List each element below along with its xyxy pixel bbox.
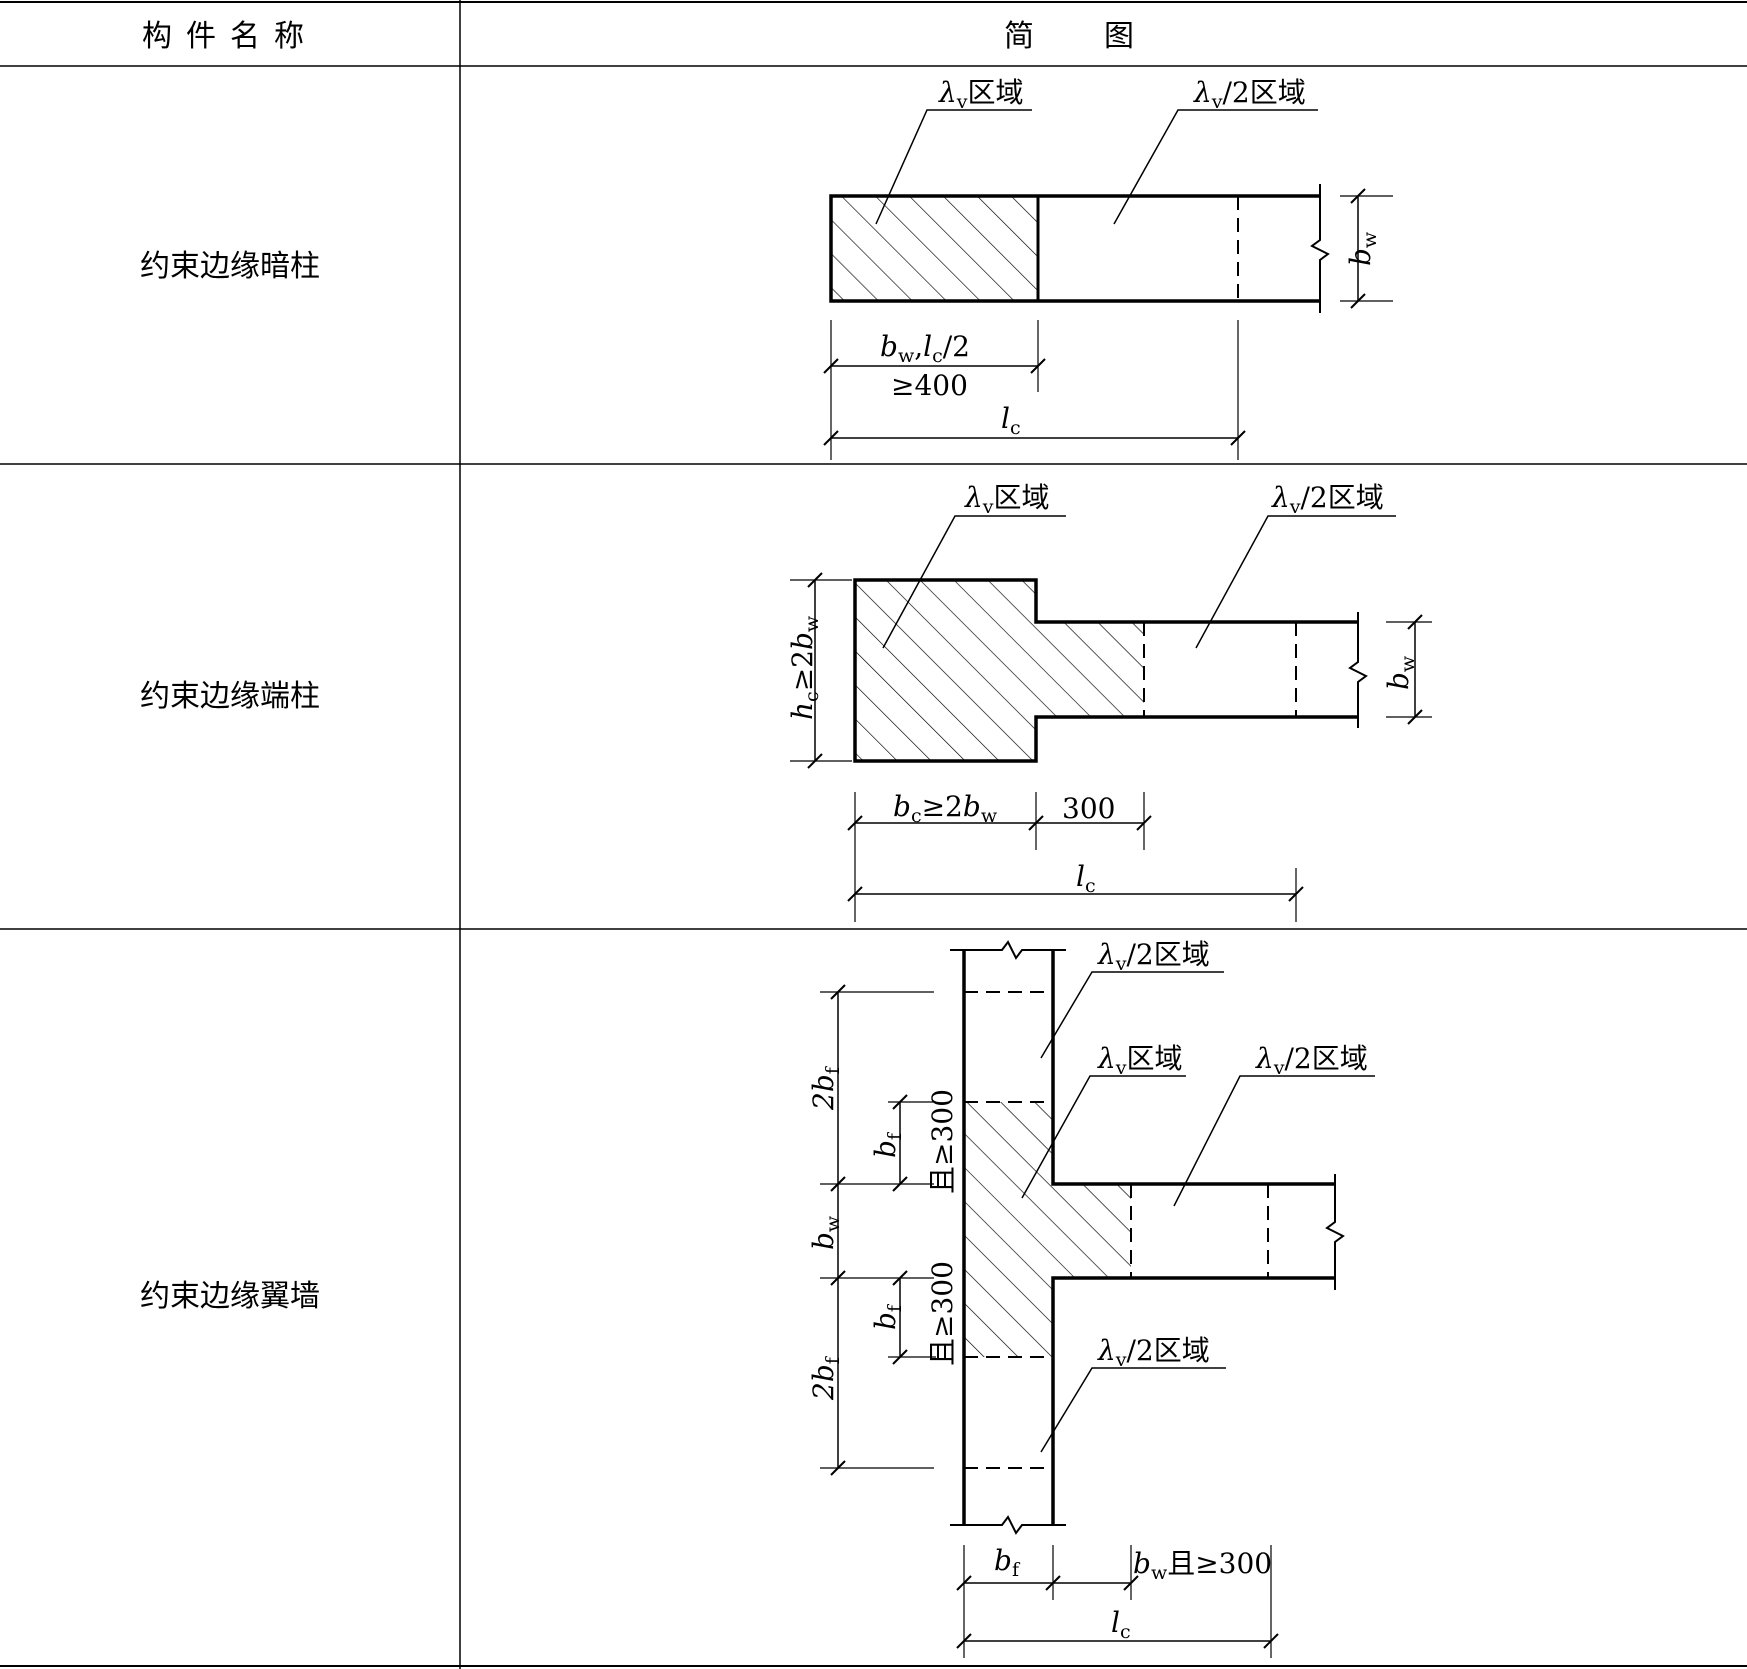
leader-lambda-zone [1021,1075,1186,1199]
break-line-top [950,940,1066,960]
label-dim-bw-lc2: bw,lc/2 [880,330,970,367]
leader-lambda-zone [882,515,1066,649]
row1-name: 约束边缘暗柱 [140,249,320,284]
label-lambda-zone: λv区域 [1097,1042,1183,1079]
leader-lambda-zone [875,109,1032,225]
diagram-hidden-column: λv区域 λv/2区域 bw bw,lc/2 ≥400 lc [823,76,1393,460]
label-bf-bottom: bf [869,1303,906,1330]
label-bw: bw [1344,231,1381,266]
leader-lambda-half-top [1040,971,1224,1059]
leader-lambda-half-zone [1113,109,1318,225]
leader-lambda-half-bottom [1040,1367,1226,1453]
label-lc: lc [1111,1606,1131,1643]
label-dim-400: ≥400 [891,369,968,402]
hatched-lambda-zone [831,196,1038,301]
label-lambda-half-top: λv/2区域 [1097,938,1210,975]
diagram-end-column: λv区域 λv/2区域 hc≥2bw bw bc≥2bw 300 lc [786,481,1432,922]
label-bottom-bw-300: bw且≥300 [1133,1547,1272,1584]
leader-lambda-half-web [1173,1075,1375,1207]
label-bf-top: bf [869,1131,906,1158]
hatched-lambda-zone [855,580,1144,761]
flange-web-bottom-edge [1051,1276,1335,1525]
label-bw: bw [807,1215,844,1250]
diagram-flange-wall: λv/2区域 λv区域 λv/2区域 λv/2区域 2bf 2bf bw bf … [807,938,1375,1658]
row3-name: 约束边缘翼墙 [140,1279,320,1314]
label-bw: bw [1382,655,1419,690]
label-lambda-half-bottom: λv/2区域 [1097,1334,1210,1371]
label-and300-bottom: 且≥300 [926,1261,959,1366]
label-lambda-half-web: λv/2区域 [1255,1042,1368,1079]
leader-lambda-half-zone [1195,515,1396,649]
label-lc: lc [1001,402,1021,439]
flange-web-top-edge [1051,950,1335,1186]
header-name: 构件名称 [142,19,318,54]
label-300: 300 [1062,792,1115,825]
label-lc: lc [1076,860,1096,897]
label-2bf-bottom: 2bf [807,1355,844,1401]
label-bc: bc≥2bw [893,790,998,827]
label-lambda-zone: λv区域 [938,76,1024,113]
break-line [1348,612,1368,728]
header-diagram: 简图 [1004,19,1204,54]
label-2bf-top: 2bf [807,1065,844,1111]
break-line-bottom [950,1515,1066,1535]
wall-outline [829,194,1320,303]
break-line-web [1325,1174,1345,1290]
label-lambda-half-zone: λv/2区域 [1193,76,1306,113]
column-wall-outline [853,578,1358,763]
label-and300-top: 且≥300 [926,1089,959,1194]
label-bottom-bf: bf [994,1544,1021,1581]
label-lambda-zone: λv区域 [964,481,1050,518]
break-line [1310,184,1330,313]
label-hc: hc≥2bw [786,615,823,720]
row2-name: 约束边缘端柱 [140,679,320,714]
label-lambda-half-zone: λv/2区域 [1271,481,1384,518]
hatched-lambda-zone [964,1102,1131,1357]
